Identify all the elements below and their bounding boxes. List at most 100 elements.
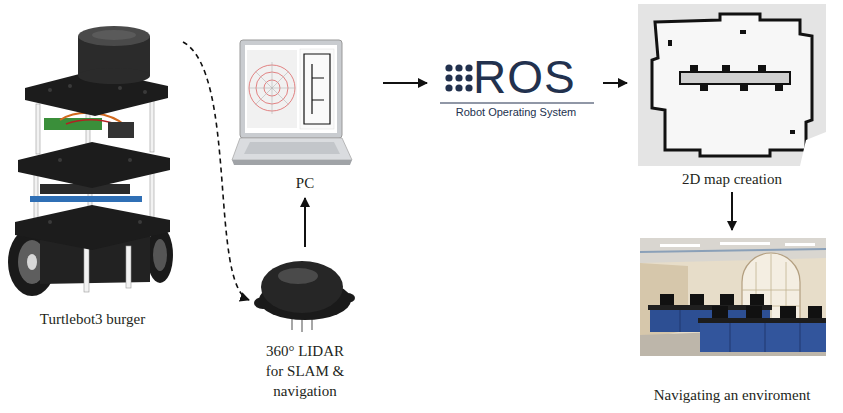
logo-subtitle: Robot Operating System xyxy=(433,106,599,119)
ros-logo-dots-part xyxy=(455,64,462,71)
lab-photo-part-part xyxy=(780,306,796,318)
laptop-illustration-part xyxy=(245,45,337,133)
robot-illustration-part-part xyxy=(138,220,142,224)
laptop-illustration-part xyxy=(240,40,342,138)
lab-photo-part xyxy=(712,306,822,318)
laptop-illustration-part xyxy=(232,138,352,160)
ros-node: ROS Robot Operating System xyxy=(433,52,599,119)
ros-logo-dots xyxy=(445,64,472,91)
dashed-link xyxy=(183,42,249,300)
lab-photo-part-part xyxy=(750,294,764,305)
ros-logo-dots-part xyxy=(465,74,472,81)
lab-photo-part-part xyxy=(720,294,734,305)
robot-illustration-part-part xyxy=(68,84,72,88)
robot-illustration-part xyxy=(126,246,131,288)
map-illustration-part-part xyxy=(790,130,795,134)
robot-illustration-part-part xyxy=(48,220,52,224)
lab-photo-part xyxy=(785,243,815,246)
map-illustration-part xyxy=(668,30,795,134)
map-illustration-part xyxy=(652,14,812,156)
pc-node: PC xyxy=(229,38,381,192)
lab-photo-part-part xyxy=(771,254,772,322)
robot-illustration-part xyxy=(36,104,40,154)
robot-illustration-part xyxy=(108,122,134,138)
flow-arrow xyxy=(383,82,427,84)
map-illustration-part-part xyxy=(758,65,766,72)
ros-logo-dots-part xyxy=(445,64,452,71)
lidar-illustration-part xyxy=(278,268,318,284)
lidar-illustration xyxy=(254,261,355,332)
map-illustration-part-part xyxy=(668,40,672,46)
lidar-illustration-part-part xyxy=(301,318,303,332)
lab-photo-part xyxy=(700,323,826,352)
laptop-illustration xyxy=(232,40,352,165)
ros-logo-rule xyxy=(440,102,594,103)
ros-logo-dots-part xyxy=(445,84,452,91)
robot-illustration-part xyxy=(27,254,37,270)
lab-photo-part xyxy=(660,244,700,247)
laptop-illustration-part xyxy=(232,160,352,165)
lab-photo-part-part xyxy=(808,306,822,318)
laptop-illustration-part xyxy=(249,62,295,114)
robot-illustration-part xyxy=(92,30,136,40)
lab-photo-part xyxy=(720,242,770,245)
photo-node: Navigating an enviroment xyxy=(635,236,829,404)
robot-illustration-part-part xyxy=(128,158,132,162)
robot-illustration-part-part xyxy=(118,86,122,90)
laptop-illustration-part-part xyxy=(255,71,289,105)
lab-photo-part-part xyxy=(660,294,674,305)
robot-illustration-part-part xyxy=(58,158,62,162)
robot-illustration-part xyxy=(18,142,170,188)
laptop-illustration-part xyxy=(244,142,340,154)
flow-arrow xyxy=(731,192,733,230)
laptop-illustration-part xyxy=(247,50,297,128)
lab-photo-part xyxy=(698,318,826,323)
lab-photo-part-part xyxy=(730,323,731,352)
robot-illustration-part xyxy=(30,196,142,202)
ros-logo-dots-part xyxy=(465,64,472,71)
flow-arrow xyxy=(603,82,627,84)
node-caption: 2D map creation xyxy=(633,170,831,188)
robot-illustration-part xyxy=(78,68,150,84)
map-illustration-part-part xyxy=(700,84,708,91)
lab-photo-part-part xyxy=(800,323,801,352)
map-illustration xyxy=(638,4,826,166)
laptop-illustration-part xyxy=(304,54,330,124)
robot-illustration-part xyxy=(15,205,170,250)
robot-illustration-part xyxy=(48,84,147,224)
robot-illustration xyxy=(8,26,173,296)
laptop-illustration-part xyxy=(300,49,334,129)
map-illustration-part xyxy=(800,132,826,166)
lab-photo-part-part xyxy=(765,323,766,352)
robot-node: Turtlebot3 burger xyxy=(2,20,183,328)
map-illustration-part xyxy=(638,4,826,166)
node-caption: Navigating an enviroment xyxy=(635,386,829,404)
flow-arrow xyxy=(304,198,306,247)
lab-photo-part xyxy=(660,294,764,305)
lab-photo-part xyxy=(640,238,826,356)
node-caption: 360° LIDAR for SLAM & navigation xyxy=(258,341,352,401)
map-illustration-part-part xyxy=(722,65,730,72)
map-illustration-part-part xyxy=(740,84,748,91)
lab-photo-part-part xyxy=(690,294,704,305)
robot-illustration-part xyxy=(84,248,89,292)
ros-logo-dots-part xyxy=(455,74,462,81)
ros-logo-dots-part xyxy=(455,84,462,91)
robot-illustration-part-part xyxy=(48,88,52,92)
lab-photo-part xyxy=(640,238,826,263)
lab-photo-part xyxy=(742,253,800,322)
logo-wordmark: ROS xyxy=(433,52,599,102)
robot-illustration-part xyxy=(78,26,150,46)
lab-photo-part-part xyxy=(742,290,800,291)
map-node: 2D map creation xyxy=(633,4,831,188)
map-illustration-part-part xyxy=(740,30,746,34)
lab-photo-part-part xyxy=(680,310,681,332)
lab-photo-part xyxy=(742,254,800,322)
lab-photo-part-part xyxy=(746,306,762,318)
lidar-node: 360° LIDAR for SLAM & navigation xyxy=(245,255,365,401)
ros-logo-dots-part xyxy=(465,84,472,91)
robot-illustration-part xyxy=(153,239,167,271)
lab-photo xyxy=(640,238,826,356)
